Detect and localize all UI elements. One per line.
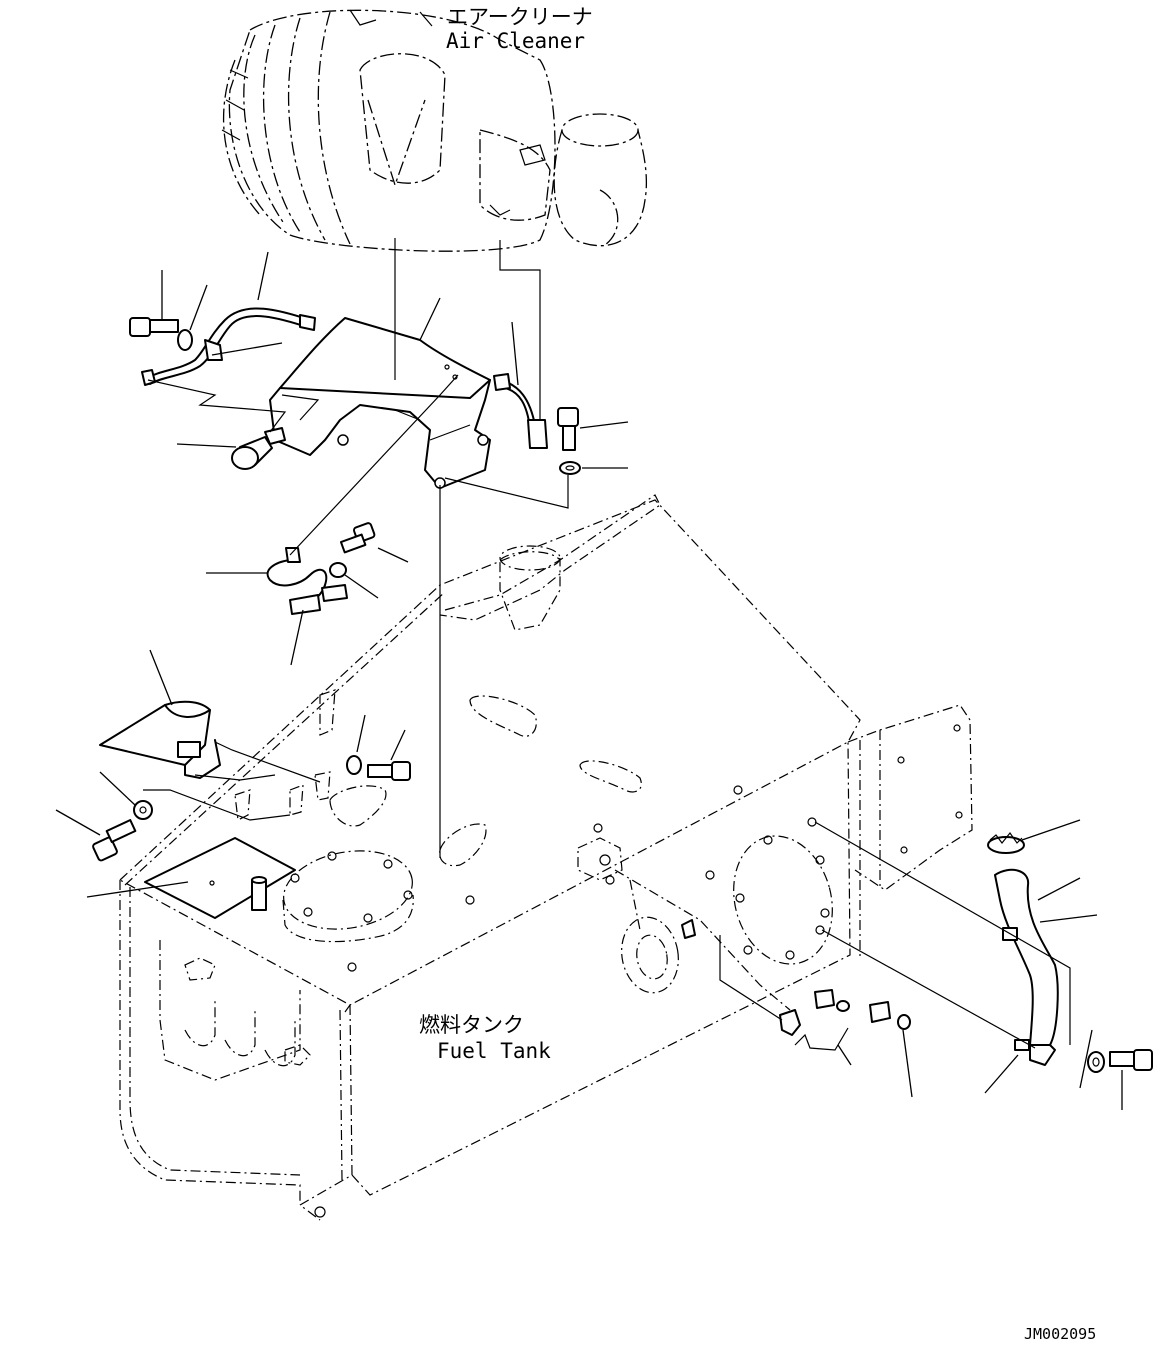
air-cleaner-label-jp: エアークリーナ bbox=[447, 5, 593, 29]
air-cleaner: エアークリーナ Air Cleaner bbox=[221, 5, 648, 252]
fuel-tank-label-en: Fuel Tank bbox=[437, 1039, 551, 1063]
dust-indicator bbox=[231, 427, 286, 470]
fuel-tank bbox=[118, 494, 973, 1221]
air-cleaner-label-en: Air Cleaner bbox=[446, 29, 585, 53]
drawing-code: JM002095 bbox=[1024, 1325, 1096, 1343]
wire-harness bbox=[266, 522, 376, 615]
callout-leaders bbox=[55, 251, 1123, 1110]
assembly-lines bbox=[143, 238, 1071, 1049]
breather-hose bbox=[987, 831, 1153, 1073]
bolt-washer-set-right bbox=[557, 407, 581, 475]
bolt-washer-set-left bbox=[129, 317, 193, 351]
bolt-washer-set-center bbox=[346, 755, 411, 781]
mount-bracket bbox=[269, 317, 491, 489]
small-hose bbox=[493, 373, 548, 449]
drain-fittings bbox=[614, 869, 911, 1051]
bolt-washer-set-lower-left bbox=[92, 800, 153, 862]
fuel-tank-label-jp: 燃料タンク bbox=[419, 1013, 524, 1037]
filler-cap-cover bbox=[99, 700, 221, 779]
